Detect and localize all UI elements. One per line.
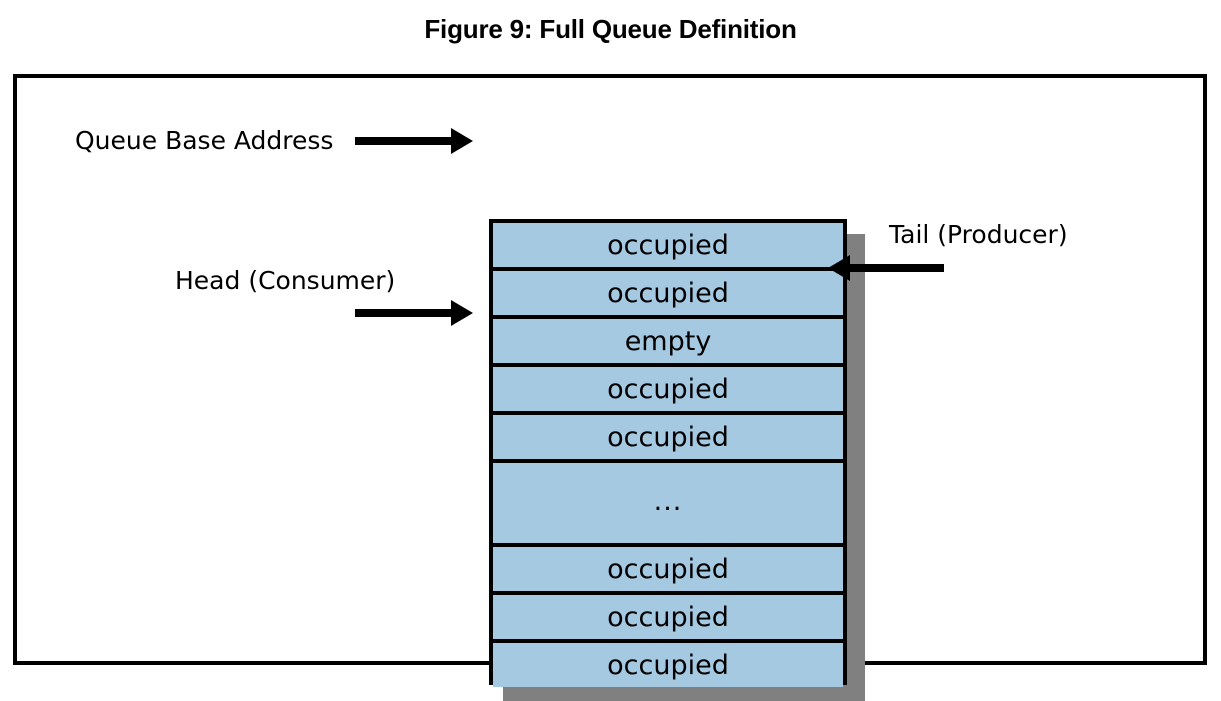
tail-producer-label: Tail (Producer): [889, 220, 1068, 249]
queue-cell[interactable]: occupied: [493, 271, 843, 315]
arrow-shaft: [355, 137, 453, 145]
queue-cell[interactable]: occupied: [493, 415, 843, 459]
arrow-shaft: [850, 264, 944, 272]
queue-cell-label: occupied: [607, 277, 729, 309]
queue-cell-ellipsis[interactable]: ...: [493, 463, 843, 543]
queue-cell-label: occupied: [607, 649, 729, 681]
arrow-shaft: [355, 309, 453, 317]
queue-cell[interactable]: occupied: [493, 595, 843, 639]
figure-frame: occupied occupied empty occupied occupie…: [13, 74, 1207, 701]
arrow-head-left-icon: [828, 255, 850, 281]
queue-cell-label: ...: [653, 485, 683, 517]
queue-cell-label: occupied: [607, 553, 729, 585]
queue-cell-label: occupied: [607, 229, 729, 261]
queue-cell[interactable]: occupied: [493, 223, 843, 267]
queue-base-address-label: Queue Base Address: [75, 126, 334, 155]
queue-cell-label: occupied: [607, 373, 729, 405]
head-consumer-label: Head (Consumer): [175, 266, 396, 295]
queue-cell-label: occupied: [607, 601, 729, 633]
figure-title: Figure 9: Full Queue Definition: [424, 14, 797, 44]
head-pointer-arrow-icon: [355, 300, 475, 326]
arrow-head-right-icon: [451, 300, 473, 326]
queue-cell[interactable]: empty: [493, 319, 843, 363]
queue-cell[interactable]: occupied: [493, 547, 843, 591]
queue-cell[interactable]: occupied: [493, 643, 843, 687]
queue-cell[interactable]: occupied: [493, 367, 843, 411]
queue-cell-label: empty: [624, 325, 712, 357]
queue-cell-label: occupied: [607, 421, 729, 453]
arrow-head-right-icon: [451, 128, 473, 154]
queue-slot-table: occupied occupied empty occupied occupie…: [489, 219, 847, 687]
queue-base-arrow-icon: [355, 128, 475, 154]
tail-pointer-arrow-icon: [828, 255, 946, 281]
